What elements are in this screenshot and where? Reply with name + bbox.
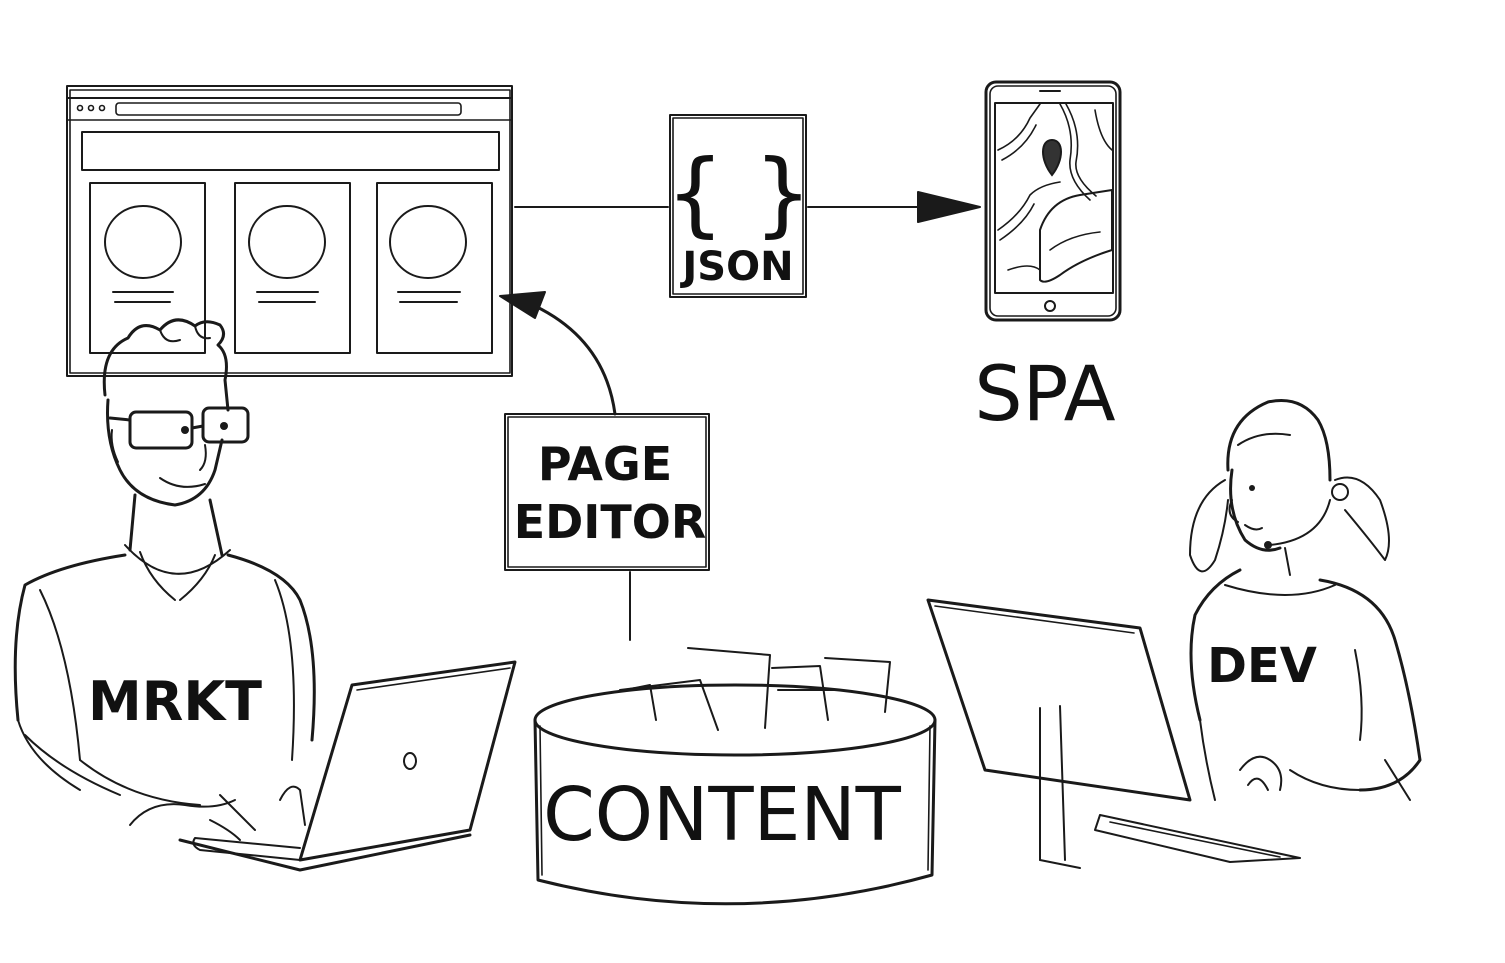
content-card bbox=[89, 182, 206, 354]
json-braces: { } bbox=[666, 140, 812, 247]
json-label: JSON bbox=[679, 244, 793, 290]
page-editor-box: PAGE EDITOR bbox=[504, 413, 710, 571]
arrow-editor-to-browser bbox=[499, 291, 617, 416]
arrow-json-to-spa bbox=[807, 191, 981, 223]
page-editor-line2: EDITOR bbox=[514, 495, 707, 549]
json-box: { } JSON bbox=[666, 114, 812, 298]
laptop bbox=[178, 660, 517, 872]
browser-window bbox=[66, 85, 513, 377]
content-card bbox=[234, 182, 351, 354]
developer-shirt-label: DEV bbox=[1207, 638, 1317, 694]
content-bucket: CONTENT bbox=[533, 647, 937, 906]
developer-figure: DEV bbox=[1189, 399, 1422, 801]
desktop-monitor bbox=[926, 598, 1301, 869]
marketer-shirt-label: MRKT bbox=[88, 670, 262, 733]
marketer-figure: MRKT bbox=[13, 318, 316, 841]
content-card bbox=[376, 182, 493, 354]
spa-label: SPA bbox=[974, 349, 1115, 438]
map-illustration bbox=[997, 103, 1113, 283]
page-editor-line1: PAGE bbox=[538, 437, 672, 491]
tablet-device bbox=[984, 80, 1122, 322]
content-label: CONTENT bbox=[543, 772, 902, 858]
